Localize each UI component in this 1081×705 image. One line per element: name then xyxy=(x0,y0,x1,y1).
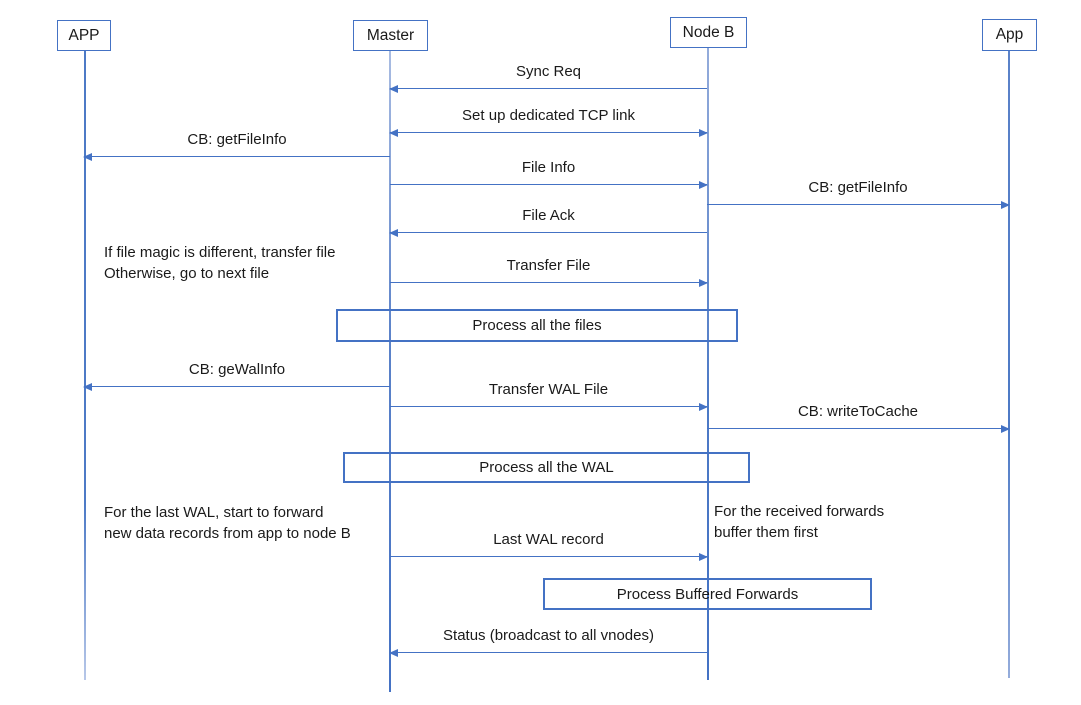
arrow-line xyxy=(390,131,707,133)
arrowhead-left-icon xyxy=(83,152,92,161)
process-box-label: Process Buffered Forwards xyxy=(616,585,799,603)
process-box-wal: Process all the WAL xyxy=(343,452,750,483)
note-last-wal-forward: For the last WAL, start to forward new d… xyxy=(104,502,351,544)
process-box-files: Process all the files xyxy=(336,309,738,342)
message-label: Transfer WAL File xyxy=(488,381,609,398)
arrow-line xyxy=(390,231,707,233)
arrow-line xyxy=(390,281,707,283)
note-line: For the received forwards xyxy=(714,503,885,520)
arrow-line xyxy=(390,555,707,557)
lifeline-app-right xyxy=(1008,51,1010,678)
arrowhead-right-icon xyxy=(699,128,708,137)
message-cb-getfileinfo-right: CB: getFileInfo xyxy=(707,179,1010,209)
message-cb-writetocache: CB: writeToCache xyxy=(707,403,1010,433)
message-label: CB: geWalInfo xyxy=(188,361,286,378)
arrow-line xyxy=(390,405,707,407)
arrowhead-right-icon xyxy=(699,180,708,189)
note-line: If file magic is different, transfer fil… xyxy=(104,244,336,261)
actor-label-node-b: Node B xyxy=(682,23,735,41)
message-label: Transfer File xyxy=(506,257,591,274)
note-line: Otherwise, go to next file xyxy=(104,265,270,282)
note-line: new data records from app to node B xyxy=(104,525,351,542)
message-transfer-wal-file: Transfer WAL File xyxy=(390,381,708,411)
actor-label-app-left: APP xyxy=(68,26,100,44)
actor-label-master: Master xyxy=(366,26,415,44)
arrow-line xyxy=(707,203,1009,205)
arrowhead-right-icon xyxy=(1001,200,1010,209)
message-label: Set up dedicated TCP link xyxy=(462,107,635,124)
message-label: Status (broadcast to all vnodes) xyxy=(443,627,654,644)
arrowhead-left-icon xyxy=(389,84,398,93)
arrowhead-left-icon xyxy=(83,382,92,391)
actor-box-app-right: App xyxy=(982,19,1037,51)
message-sync-req: Sync Req xyxy=(389,63,707,93)
note-line: For the last WAL, start to forward xyxy=(104,504,324,521)
process-box-label: Process all the files xyxy=(472,317,602,334)
process-box-label: Process all the WAL xyxy=(479,459,614,476)
process-box-buffered-forwards: Process Buffered Forwards xyxy=(543,578,872,610)
arrowhead-left-icon xyxy=(389,228,398,237)
lifeline-node-b xyxy=(707,48,709,680)
arrow-line xyxy=(390,651,707,653)
lifeline-master xyxy=(389,51,391,692)
arrow-line xyxy=(707,427,1009,429)
arrow-line xyxy=(84,385,390,387)
arrowhead-left-icon xyxy=(389,128,398,137)
message-cb-gewalinfo: CB: geWalInfo xyxy=(83,361,390,391)
lifeline-app-left xyxy=(84,51,86,680)
message-status-broadcast: Status (broadcast to all vnodes) xyxy=(389,627,707,657)
message-label: CB: getFileInfo xyxy=(187,131,287,148)
actor-box-master: Master xyxy=(353,20,428,51)
actor-box-app-left: APP xyxy=(57,20,111,51)
message-last-wal-record: Last WAL record xyxy=(390,531,708,561)
message-transfer-file: Transfer File xyxy=(390,257,708,287)
message-label: CB: writeToCache xyxy=(797,403,919,420)
message-label: Last WAL record xyxy=(493,531,604,548)
message-label: File Info xyxy=(521,159,576,176)
arrowhead-right-icon xyxy=(699,402,708,411)
message-label: CB: getFileInfo xyxy=(808,179,908,196)
arrowhead-right-icon xyxy=(1001,424,1010,433)
arrow-line xyxy=(84,155,390,157)
message-setup-tcp-link: Set up dedicated TCP link xyxy=(389,107,708,137)
actor-box-node-b: Node B xyxy=(670,17,747,48)
arrow-line xyxy=(390,183,707,185)
arrowhead-right-icon xyxy=(699,278,708,287)
actor-label-app-right: App xyxy=(995,26,1024,43)
arrowhead-left-icon xyxy=(389,648,398,657)
message-file-info: File Info xyxy=(390,159,708,189)
arrowhead-right-icon xyxy=(699,552,708,561)
message-file-ack: File Ack xyxy=(389,207,707,237)
note-file-magic: If file magic is different, transfer fil… xyxy=(104,242,335,284)
message-cb-getfileinfo-left: CB: getFileInfo xyxy=(83,131,390,161)
note-line: buffer them first xyxy=(714,524,818,541)
message-label: Sync Req xyxy=(515,63,582,80)
note-buffer-forwards: For the received forwards buffer them fi… xyxy=(714,501,884,543)
arrow-line xyxy=(390,87,707,89)
message-label: File Ack xyxy=(522,207,575,224)
